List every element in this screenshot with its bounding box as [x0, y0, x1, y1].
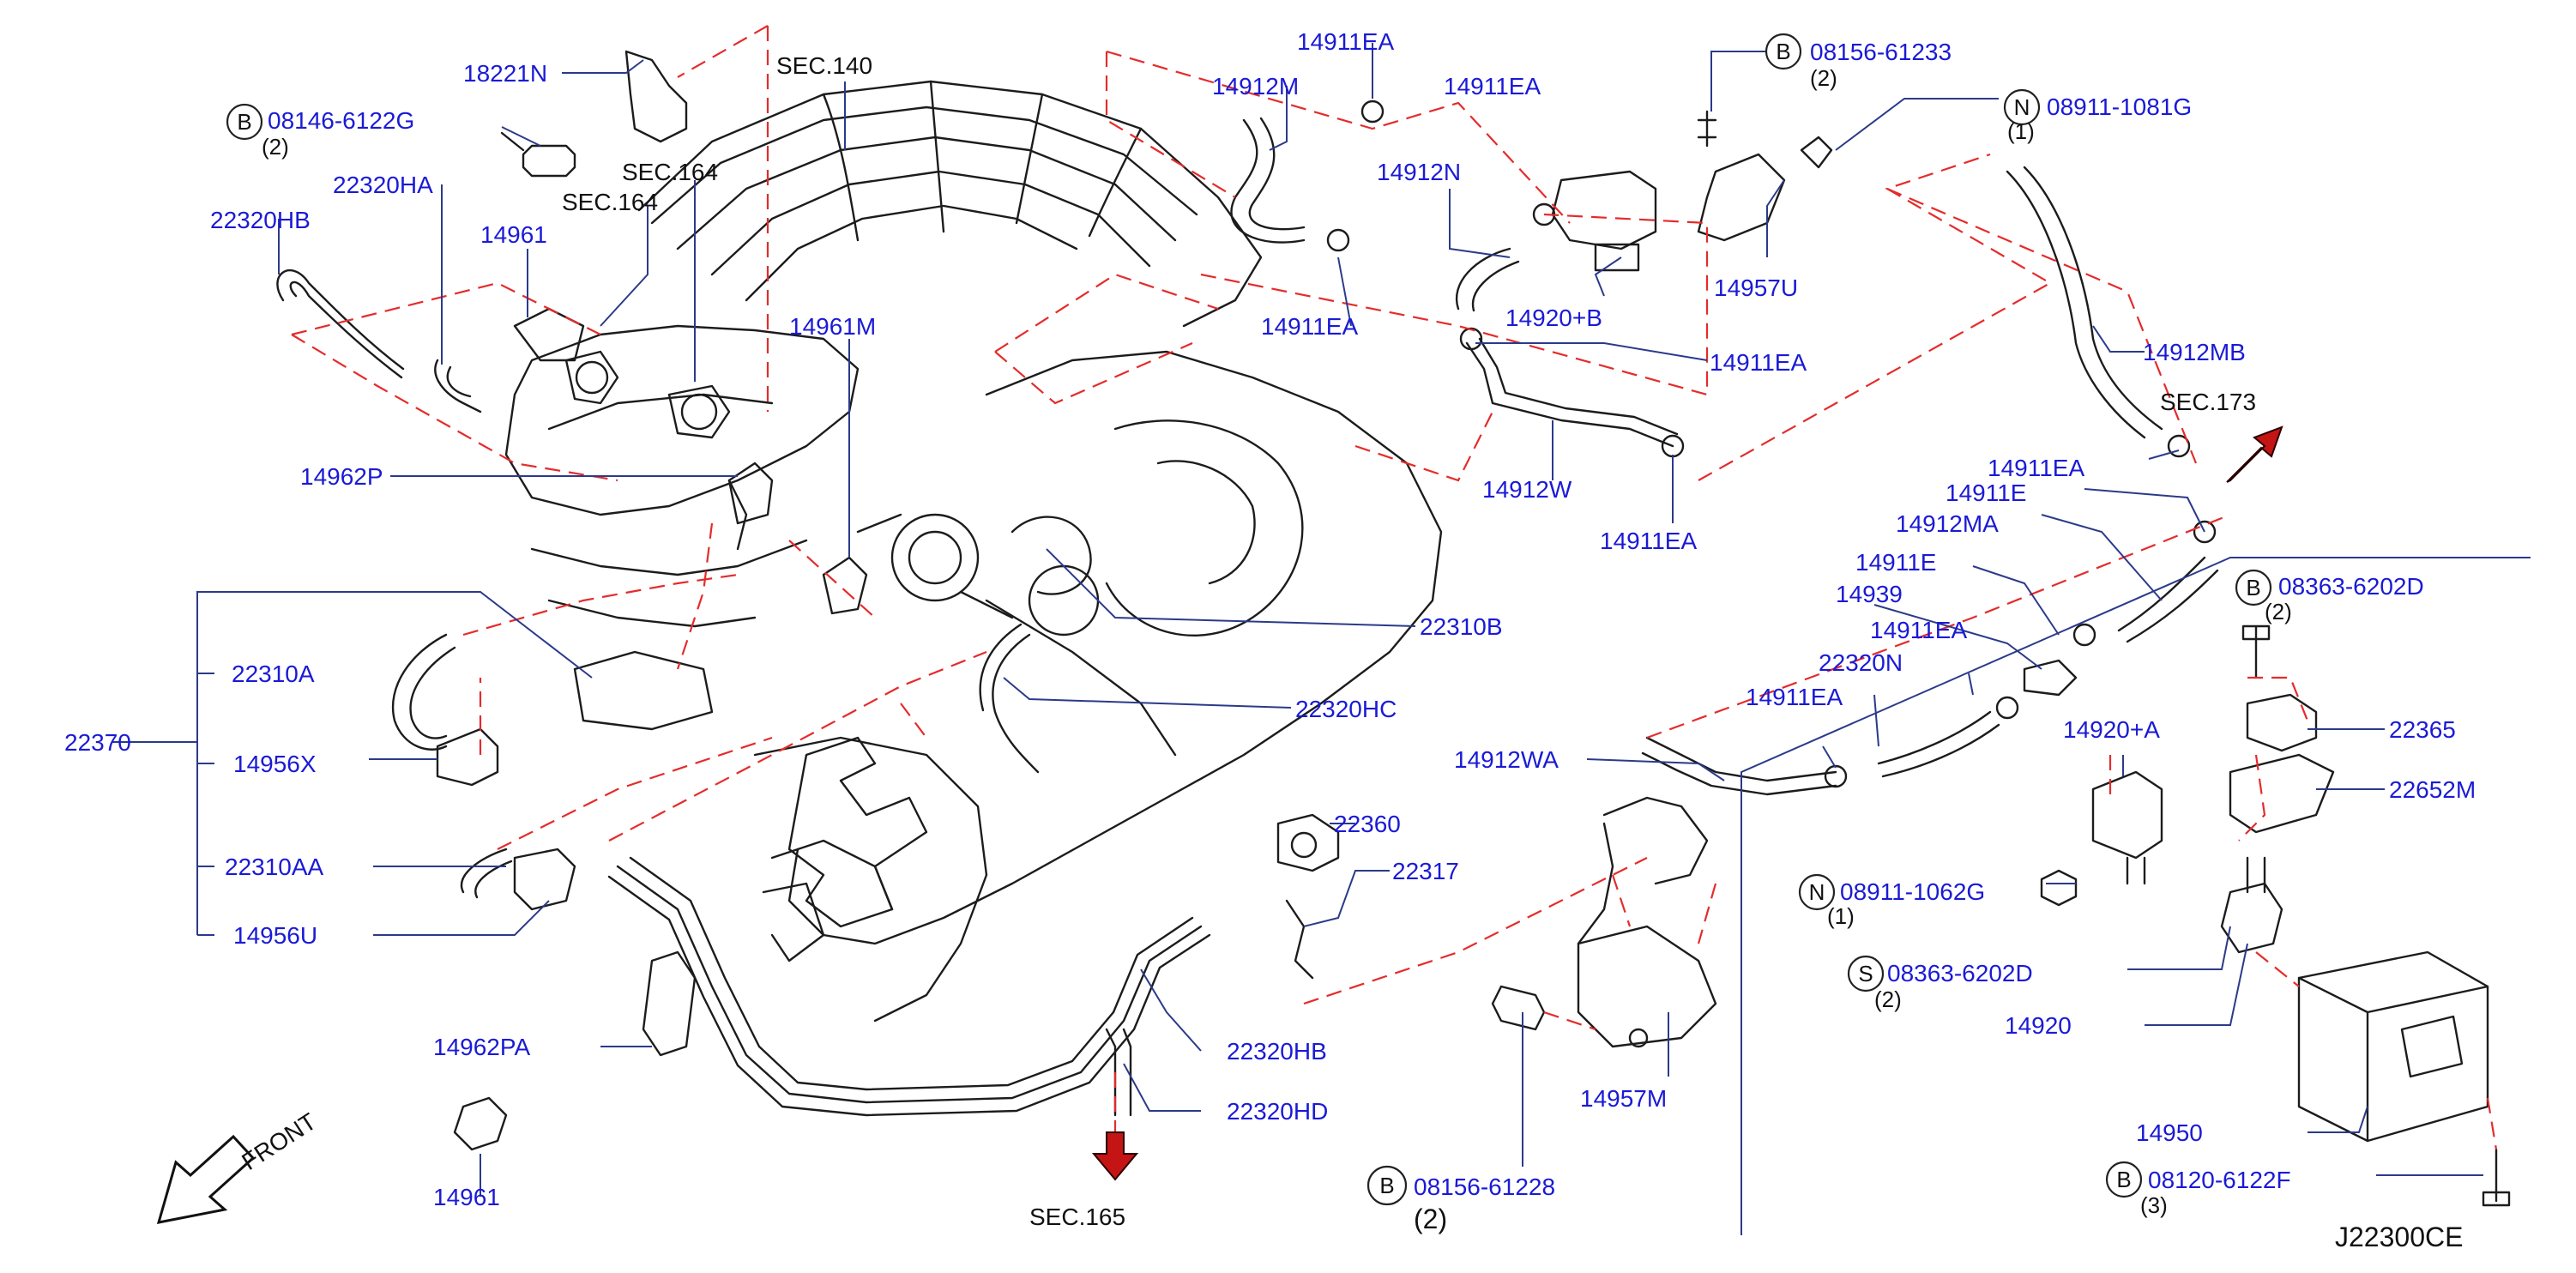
leader-lines: [112, 43, 2531, 1235]
badge-b-08146-letter: B: [237, 109, 251, 135]
label-14912wa: 14912WA: [1454, 746, 1559, 773]
qty-08911-1081g: (1): [2007, 118, 2035, 144]
label-14912n: 14912N: [1377, 159, 1461, 185]
figure-id: J22300CE: [2335, 1222, 2463, 1252]
reference-badges: B B N B N S B B: [226, 33, 2272, 1206]
qty-08156-61233: (2): [1810, 65, 1837, 91]
badge-s-08363-6202d-letter: S: [1858, 961, 1873, 986]
label-14911ea-d: 14911EA: [1261, 313, 1358, 340]
label-22320hc: 22320HC: [1295, 696, 1397, 722]
qty-08120-6122f: (3): [2140, 1192, 2168, 1218]
badge-s-08363-6202d: [1847, 955, 1885, 992]
label-14911ea-h: 14911EA: [1746, 684, 1843, 710]
qty-08156-61228: (2): [1414, 1204, 1447, 1234]
label-08156-61228: 08156-61228: [1414, 1173, 1555, 1200]
label-22320hb-bottom: 22320HB: [1227, 1038, 1327, 1065]
label-14962p: 14962P: [300, 463, 383, 490]
label-22360: 22360: [1334, 811, 1401, 837]
label-14956u: 14956U: [233, 922, 317, 949]
label-14962pa: 14962PA: [433, 1034, 530, 1060]
label-18221n: 18221N: [463, 60, 547, 87]
badge-b-08156-61228-letter: B: [1379, 1173, 1394, 1198]
arrows: [156, 425, 2283, 1224]
label-14920: 14920: [2005, 1012, 2072, 1039]
label-22370: 22370: [64, 729, 131, 756]
label-14912w: 14912W: [1482, 476, 1572, 503]
label-14920a: 14920+A: [2063, 716, 2160, 743]
label-14911e-a: 14911E: [1946, 480, 2026, 506]
label-22310b: 22310B: [1420, 613, 1503, 640]
label-sec173: SEC.173: [2160, 389, 2256, 415]
label-22310aa: 22310AA: [225, 854, 324, 880]
label-08156-61233: 08156-61233: [1810, 39, 1952, 65]
badge-b-08156-61233-letter: B: [1776, 39, 1790, 64]
badge-b-08120-6122f: [2105, 1161, 2143, 1198]
label-22320hb-top: 22320HB: [210, 207, 311, 233]
label-14912m: 14912M: [1212, 73, 1299, 100]
badge-b-08156-61228: [1366, 1165, 1408, 1206]
label-14961m: 14961M: [789, 313, 876, 340]
front-arrow: [156, 1134, 256, 1224]
label-14912ma: 14912MA: [1896, 510, 1999, 537]
label-14961-bottom: 14961: [433, 1184, 500, 1210]
sec173-arrow: [2226, 425, 2283, 483]
label-14950: 14950: [2136, 1119, 2203, 1146]
part-labels: 18221N SEC.140 14911EA 14912M 14911EA 08…: [64, 28, 2476, 1252]
dashed-guides: [291, 25, 2498, 1150]
label-14911ea-g: 14911EA: [1870, 617, 1967, 643]
badge-b-08156-61233: [1765, 33, 1802, 70]
label-14957u: 14957U: [1714, 275, 1798, 301]
label-22320n: 22320N: [1819, 649, 1903, 676]
label-sec140: SEC.140: [776, 52, 872, 79]
qty-08363-6202d: (2): [2265, 599, 2292, 624]
label-22652m: 22652M: [2389, 776, 2476, 803]
label-14956x: 14956X: [233, 751, 317, 777]
label-14957m: 14957M: [1580, 1085, 1667, 1112]
label-sec165: SEC.165: [1029, 1204, 1125, 1230]
label-22310a: 22310A: [232, 661, 315, 687]
qty-08146-6122g: (2): [262, 134, 289, 160]
engine-assembly: [504, 80, 1443, 1023]
badge-b-08120-6122f-letter: B: [2116, 1167, 2131, 1192]
label-08146-6122g: 08146-6122G: [268, 107, 414, 134]
label-14911ea-f: 14911EA: [1988, 455, 2084, 481]
hose-routing: [276, 117, 2219, 1117]
label-14911ea-c: 14911EA: [1710, 349, 1807, 376]
label-14911e-b: 14911E: [1855, 549, 1936, 576]
label-08120-6122f: 08120-6122F: [2148, 1167, 2291, 1193]
badge-b-08146: [226, 103, 263, 141]
label-14961-top: 14961: [480, 221, 547, 248]
badge-n-08911-1081g: [2003, 88, 2041, 126]
badge-n-08911-1081g-letter: N: [2014, 94, 2030, 120]
badge-b-08363-6202d: [2235, 569, 2272, 606]
label-14911ea-a: 14911EA: [1297, 28, 1394, 55]
label-front: FRONT: [237, 1108, 321, 1176]
qty-08911-1062g: (1): [1827, 903, 1855, 929]
sec165-arrow: [1091, 1131, 1139, 1181]
label-22320hd: 22320HD: [1227, 1098, 1328, 1125]
label-14911ea-e: 14911EA: [1600, 528, 1697, 554]
badge-n-08911-1062g: [1798, 873, 1836, 911]
label-08363-6202d: 08363-6202D: [2278, 573, 2424, 600]
label-22320ha: 22320HA: [333, 172, 433, 198]
badge-n-08911-1062g-letter: N: [1809, 879, 1825, 905]
label-08911-1081g: 08911-1081G: [2047, 94, 2192, 120]
qty-08363-6202d-s: (2): [1874, 986, 1902, 1012]
label-22317: 22317: [1392, 858, 1459, 884]
label-08911-1062g: 08911-1062G: [1840, 878, 1985, 905]
label-14912mb: 14912MB: [2143, 339, 2246, 365]
label-sec164-b: SEC.164: [562, 189, 658, 215]
label-14911ea-b: 14911EA: [1444, 73, 1541, 100]
badge-b-08363-6202d-letter: B: [2246, 575, 2260, 600]
label-sec164-a: SEC.164: [622, 159, 718, 185]
label-14920b: 14920+B: [1505, 305, 1602, 331]
label-14939: 14939: [1836, 581, 1903, 607]
label-22365: 22365: [2389, 716, 2456, 743]
label-08363-6202d-s: 08363-6202D: [1887, 960, 2033, 986]
